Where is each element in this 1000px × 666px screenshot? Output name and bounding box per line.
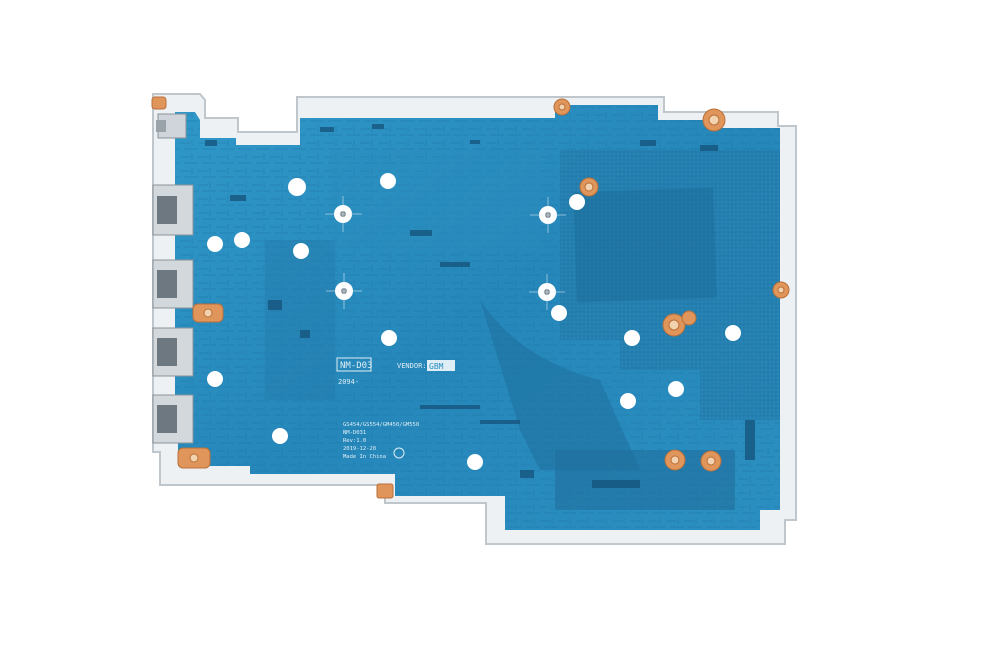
dark-trace-band — [480, 300, 640, 470]
silk-line-4: 2019-12-20 — [343, 446, 376, 452]
vendor-code: GBM — [429, 362, 444, 371]
hdmi-port — [152, 184, 194, 236]
silk-line-5: Made In China — [343, 454, 386, 460]
board-id-box — [336, 357, 372, 372]
usb-port-2 — [152, 327, 194, 377]
top-trace-region — [330, 150, 540, 250]
silk-line-1: GS454/GS554/GM450/GM550 — [343, 422, 419, 428]
board-serial: 2094- — [338, 378, 359, 386]
board-id: NM-D03 — [340, 361, 373, 371]
left-trace-region — [265, 240, 335, 400]
copper-pads — [151, 96, 790, 499]
silk-line-2: NM-D031 — [343, 430, 366, 436]
vendor-label: VENDOR: — [397, 362, 427, 370]
smd-components — [205, 124, 755, 488]
chip-region — [573, 187, 717, 303]
audio-jack — [156, 113, 187, 139]
test-points — [207, 173, 741, 470]
fiducial-lines — [325, 196, 566, 310]
vendor-code-box — [427, 360, 455, 371]
recycle-symbol — [393, 447, 405, 459]
silk-line-3: Rev:1.0 — [343, 438, 366, 444]
usb-port-3 — [152, 394, 194, 444]
usb-port-1 — [152, 259, 194, 309]
